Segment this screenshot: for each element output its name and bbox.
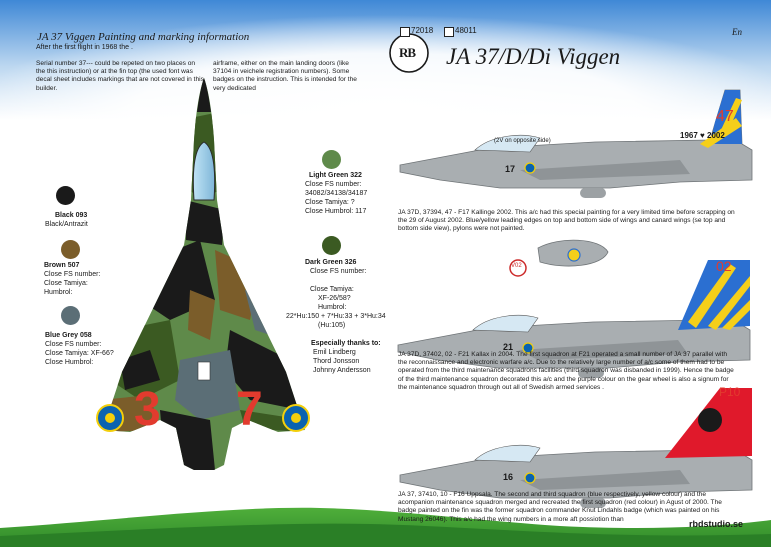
light-green-color-line-1: Close FS number: (305, 181, 362, 188)
dark-green-color-line-1: Close FS number: (310, 268, 367, 275)
aircraft-3-fuselage-number: 16 (503, 472, 514, 482)
brown-swatch (61, 240, 80, 259)
product-title: JA 37/D/Di Viggen (446, 44, 621, 69)
checkbox-48011 (444, 27, 454, 37)
brown-color-line-1: Close FS number: (44, 271, 101, 278)
checkbox-72018 (400, 27, 410, 37)
black-color-name: Black 093 (55, 212, 88, 219)
dark-green-color-line-7: (Hu:105) (318, 322, 346, 329)
light-green-color-line-4: Close Humbrol: 117 (305, 208, 367, 215)
blue-grey-swatch (61, 306, 80, 325)
brown-color-line-2: Close Tamiya: (44, 280, 88, 287)
aircraft-2-fin-number: 02 (716, 258, 732, 274)
thanks-name-2: Thord Jonsson (313, 358, 360, 365)
product-code-72018: 72018 (411, 26, 434, 35)
brown-color-line-3: Humbrol: (44, 289, 73, 296)
blue-grey-color-line-2: Close Tamiya: XF-66? (45, 350, 114, 357)
black-color-line: Black/Antrazit (45, 221, 88, 228)
light-green-color-line-2: 34082/34138/34187 (305, 190, 368, 197)
aircraft-1-fin-number: 47 (716, 108, 734, 125)
light-green-color-line-3: Close Tamiya: ? (305, 199, 355, 206)
thanks-name-3: Johnny Andersson (313, 367, 371, 374)
dark-green-color-name: Dark Green 326 (305, 259, 357, 266)
product-code-48011: 48011 (455, 26, 477, 35)
thanks-name-1: Emil Lindberg (313, 349, 356, 356)
blue-grey-color-name: Blue Grey 058 (45, 332, 92, 339)
footer-website: rbdstudio.se (689, 519, 744, 529)
intro-column-2: airframe, either on the main landing doo… (213, 60, 357, 92)
black-swatch (56, 186, 75, 205)
thanks-heading: Especially thanks to: (311, 340, 381, 347)
aircraft-3-caption: JA 37, 37410, 10 - F16 Uppsala. The seco… (398, 491, 722, 523)
aircraft-1-fin-text: 1967 ♥ 2002 (680, 131, 725, 140)
topview-number-3: 3 (134, 383, 161, 436)
dark-green-color-line-3: Close Tamiya: (310, 286, 354, 293)
brown-color-name: Brown 507 (44, 262, 80, 269)
dark-green-color-line-6: 22*Hu:150 + 7*Hu:33 + 3*Hu:34 (286, 313, 386, 320)
blue-grey-color-line-3: Close Humbrol: (45, 359, 94, 366)
sheet-title: JA 37 Viggen Painting and marking inform… (37, 31, 250, 43)
aircraft-1-fuselage-number: 17 (505, 164, 516, 174)
blue-grey-color-line-1: Close FS number: (45, 341, 102, 348)
aircraft-1-caption: JA 37D, 37394, 47 - F17 Kallinge 2002. T… (398, 209, 735, 233)
dark-green-swatch (322, 236, 341, 255)
language-label: En (732, 27, 742, 37)
light-green-swatch (322, 150, 341, 169)
aircraft-2-caption: JA 37D, 37402, 02 - F21 Kallax in 2004. … (398, 351, 734, 391)
aircraft-3-fin-number: P10 (719, 385, 741, 399)
dark-green-color-line-4: XF-26/58? (318, 295, 351, 302)
aircraft-2-fuselage-number: 21 (503, 342, 514, 352)
aircraft-1-note: (2V on opposite side) (494, 138, 551, 144)
dark-green-color-line-5: Humbrol: (318, 304, 347, 311)
intro-column-1: Serial number 37--- could be repeted on … (36, 60, 204, 92)
aircraft-2-tank-label: V02 (511, 263, 522, 269)
light-green-color-name: Light Green 322 (309, 172, 362, 179)
sheet-subtitle: After the first flight in 1968 the . (36, 44, 133, 51)
logo-text: RB (399, 45, 416, 60)
topview-number-7: 7 (236, 383, 263, 436)
